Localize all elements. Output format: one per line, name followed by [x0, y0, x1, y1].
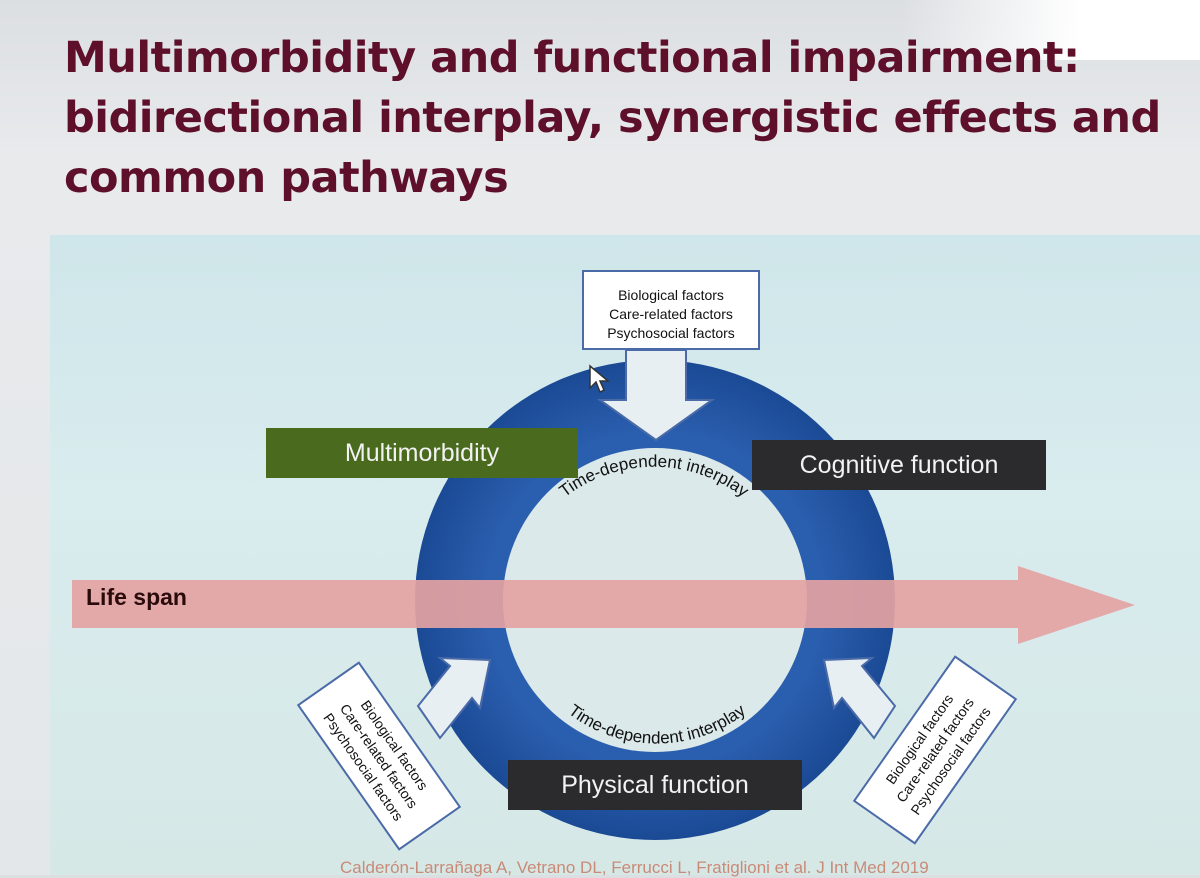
right-factors-arrow [822, 656, 897, 740]
mouse-cursor-icon [589, 364, 610, 394]
left-factors-arrow [416, 656, 492, 740]
factor-psychosocial: Psychosocial factors [607, 325, 735, 341]
top-factors-arrow [596, 349, 716, 442]
physical-function-box: Physical function [508, 760, 802, 810]
factor-biological: Biological factors [618, 287, 724, 303]
factors-box-top: Biological factors Care-related factors … [582, 270, 760, 350]
cognitive-function-label: Cognitive function [799, 450, 999, 479]
physical-function-label: Physical function [561, 770, 749, 799]
lifespan-label: Life span [86, 584, 187, 610]
screen-glare [900, 0, 1200, 60]
multimorbidity-box: Multimorbidity [266, 428, 578, 478]
title-line-3: common pathways [64, 153, 509, 203]
title-line-1: Multimorbidity and functional impairment… [64, 33, 1080, 83]
factor-care-related: Care-related factors [609, 306, 733, 322]
lifespan-arrow [72, 566, 1135, 644]
cognitive-function-box: Cognitive function [752, 440, 1046, 490]
citation: Calderón-Larrañaga A, Vetrano DL, Ferruc… [340, 858, 929, 877]
title-line-2: bidirectional interplay, synergistic eff… [64, 93, 1161, 143]
slide-title: Multimorbidity and functional impairment… [64, 28, 1164, 208]
multimorbidity-label: Multimorbidity [344, 438, 500, 467]
